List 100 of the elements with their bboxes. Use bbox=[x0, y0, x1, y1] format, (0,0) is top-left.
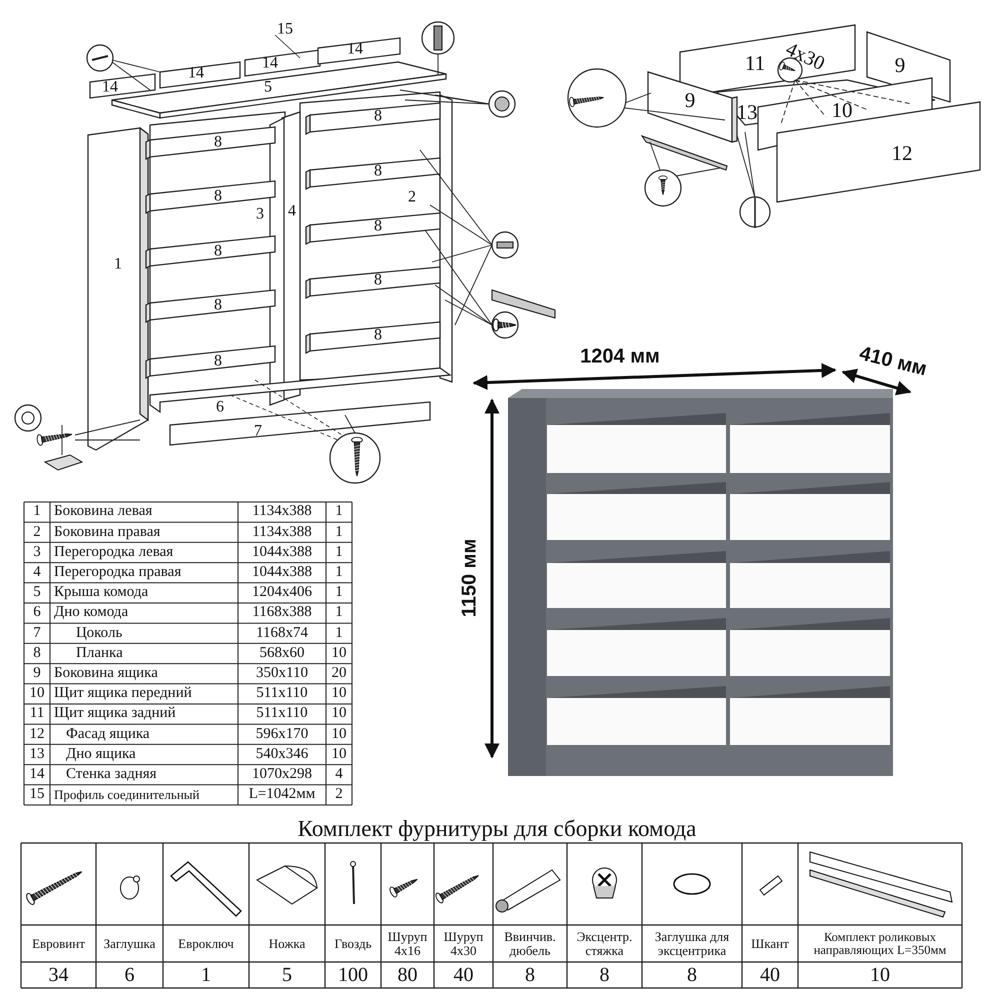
table-cell-text: L=1042мм bbox=[248, 786, 316, 804]
table-cell-text: Комплект роликовых направляющих L=350мм bbox=[812, 928, 948, 959]
table-cell-text: 8 bbox=[32, 644, 42, 663]
table-cell-text: 2 bbox=[32, 523, 42, 542]
table-cell-text: 1044x388 bbox=[251, 543, 313, 562]
table-cell-text: 40 bbox=[452, 963, 474, 987]
callout-number: 8 bbox=[214, 134, 222, 152]
table-cell-text: Ножка bbox=[268, 934, 306, 953]
callout-number: 14 bbox=[262, 56, 278, 72]
callout-number: 4x30 bbox=[782, 39, 828, 75]
callout-number: 8 bbox=[374, 108, 382, 126]
callout-number: 1 bbox=[114, 256, 122, 274]
table-cell-text: 6 bbox=[124, 963, 136, 987]
dimension-label: 1204 мм bbox=[580, 346, 660, 368]
callout-number: 14 bbox=[347, 42, 363, 58]
table-cell-text: 1 bbox=[200, 963, 212, 987]
table-cell-text: 511x110 bbox=[255, 684, 309, 703]
table-cell-text: 1 bbox=[334, 523, 344, 542]
callout-number: 8 bbox=[214, 354, 222, 370]
table-cell-text: 1134x388 bbox=[251, 523, 313, 542]
table-cell-text: 13 bbox=[28, 745, 46, 764]
table-cell-text: 1168x388 bbox=[251, 604, 313, 622]
table-cell-text: 10 bbox=[330, 644, 348, 663]
table-cell-text: 1204x406 bbox=[251, 584, 313, 602]
table-cell-text: Шуруп 4x16 bbox=[386, 928, 428, 960]
table-cell-text: Евроключ bbox=[177, 934, 235, 953]
callout-number: 6 bbox=[216, 400, 224, 416]
table-cell-text: 1 bbox=[334, 604, 344, 622]
table-cell-text: Перегородка правая bbox=[53, 564, 182, 582]
dimension-label: 1150 мм bbox=[460, 538, 480, 618]
callout-number: 10 bbox=[832, 98, 852, 122]
callout-number: 9 bbox=[684, 88, 696, 112]
table-cell-text: 10 bbox=[330, 705, 348, 724]
table-cell-text: 3 bbox=[32, 543, 42, 562]
table-cell-text: Боковина левая bbox=[53, 503, 154, 522]
callout-number: 9 bbox=[894, 54, 906, 76]
callout-number: 14 bbox=[102, 80, 118, 96]
table-cell-text: 8 bbox=[598, 963, 610, 987]
table-cell-text: Планка bbox=[75, 644, 124, 663]
table-cell-text: 1 bbox=[334, 624, 344, 642]
table-cell-text: 10 bbox=[869, 963, 891, 987]
table-cell-text: 4 bbox=[32, 564, 42, 582]
table-cell-text: Гвоздь bbox=[333, 934, 372, 953]
table-cell-text: 10 bbox=[330, 745, 348, 764]
table-cell-text: 10 bbox=[330, 684, 348, 703]
table-cell-text: Евровинт bbox=[31, 934, 86, 953]
table-cell-text: 596x170 bbox=[254, 725, 310, 744]
callout-number: 4 bbox=[288, 204, 296, 220]
table-cell-text: Шуруп 4x30 bbox=[442, 928, 484, 960]
callout-number: 13 bbox=[736, 100, 758, 124]
table-cell-text: 14 bbox=[28, 766, 46, 784]
table-cell-text: Крыша комода bbox=[53, 584, 150, 602]
table-cell-text: 350x110 bbox=[255, 664, 309, 683]
table-cell-text: Стенка задняя bbox=[65, 766, 158, 784]
table-cell-text: 10 bbox=[330, 725, 348, 744]
table-title: Комплект фурнитуры для сборки комода bbox=[298, 816, 696, 842]
table-cell-text: Дно комода bbox=[53, 604, 130, 622]
table-cell-text: Профиль соединительный bbox=[53, 786, 200, 804]
table-cell-text: 1070x298 bbox=[251, 766, 313, 784]
callout-number: 8 bbox=[214, 298, 222, 314]
table-cell-text: 5 bbox=[32, 584, 42, 602]
table-cell-text: 1134x388 bbox=[251, 503, 313, 522]
table-cell-text: 1 bbox=[334, 564, 344, 582]
callout-number: 14 bbox=[188, 66, 204, 82]
callout-number: 8 bbox=[374, 272, 382, 290]
table-cell-text: Дно ящика bbox=[65, 745, 137, 764]
callout-number: 5 bbox=[264, 80, 272, 96]
table-cell-text: 2 bbox=[334, 786, 344, 804]
table-cell-text: 11 bbox=[28, 705, 46, 724]
callout-number: 11 bbox=[744, 52, 766, 74]
dimension-label: 410 мм bbox=[857, 344, 929, 380]
table-cell-text: Шкант bbox=[750, 934, 790, 953]
table-cell-text: Щит ящика передний bbox=[53, 684, 193, 703]
callout-number: 8 bbox=[374, 328, 382, 344]
table-cell-text: Эксцентр. стяжка bbox=[576, 928, 634, 960]
table-cell-text: Заглушка bbox=[102, 934, 156, 953]
table-cell-text: 1 bbox=[334, 543, 344, 562]
table-cell-text: 40 bbox=[759, 963, 781, 987]
table-cell-text: 100 bbox=[337, 963, 369, 987]
table-cell-text: 1 bbox=[32, 503, 42, 522]
callout-number: 3 bbox=[256, 206, 264, 224]
table-cell-text: Щит ящика задний bbox=[53, 705, 177, 724]
table-cell-text: 34 bbox=[48, 963, 70, 987]
table-cell-text: 8 bbox=[686, 963, 698, 987]
table-cell-text: 1044x388 bbox=[251, 564, 313, 582]
table-cell-text: 6 bbox=[32, 604, 42, 622]
callout-number: 8 bbox=[374, 218, 382, 236]
callout-number: 7 bbox=[254, 424, 262, 440]
table-cell-text: 4 bbox=[334, 766, 344, 784]
table-cell-text: Боковина правая bbox=[53, 523, 162, 542]
table-cell-text: 1 bbox=[334, 584, 344, 602]
table-cell-text: 80 bbox=[396, 963, 418, 987]
table-cell-text: Заглушка для эксцентрика bbox=[654, 928, 730, 960]
table-cell-text: 10 bbox=[28, 684, 46, 703]
table-cell-text: 5 bbox=[281, 963, 293, 987]
table-cell-text: Цоколь bbox=[75, 624, 124, 642]
table-cell-text: 8 bbox=[524, 963, 536, 987]
table-cell-text: 511x110 bbox=[255, 705, 309, 724]
table-cell-text: 1168x74 bbox=[255, 624, 309, 642]
table-cell-text: 568x60 bbox=[258, 644, 306, 663]
